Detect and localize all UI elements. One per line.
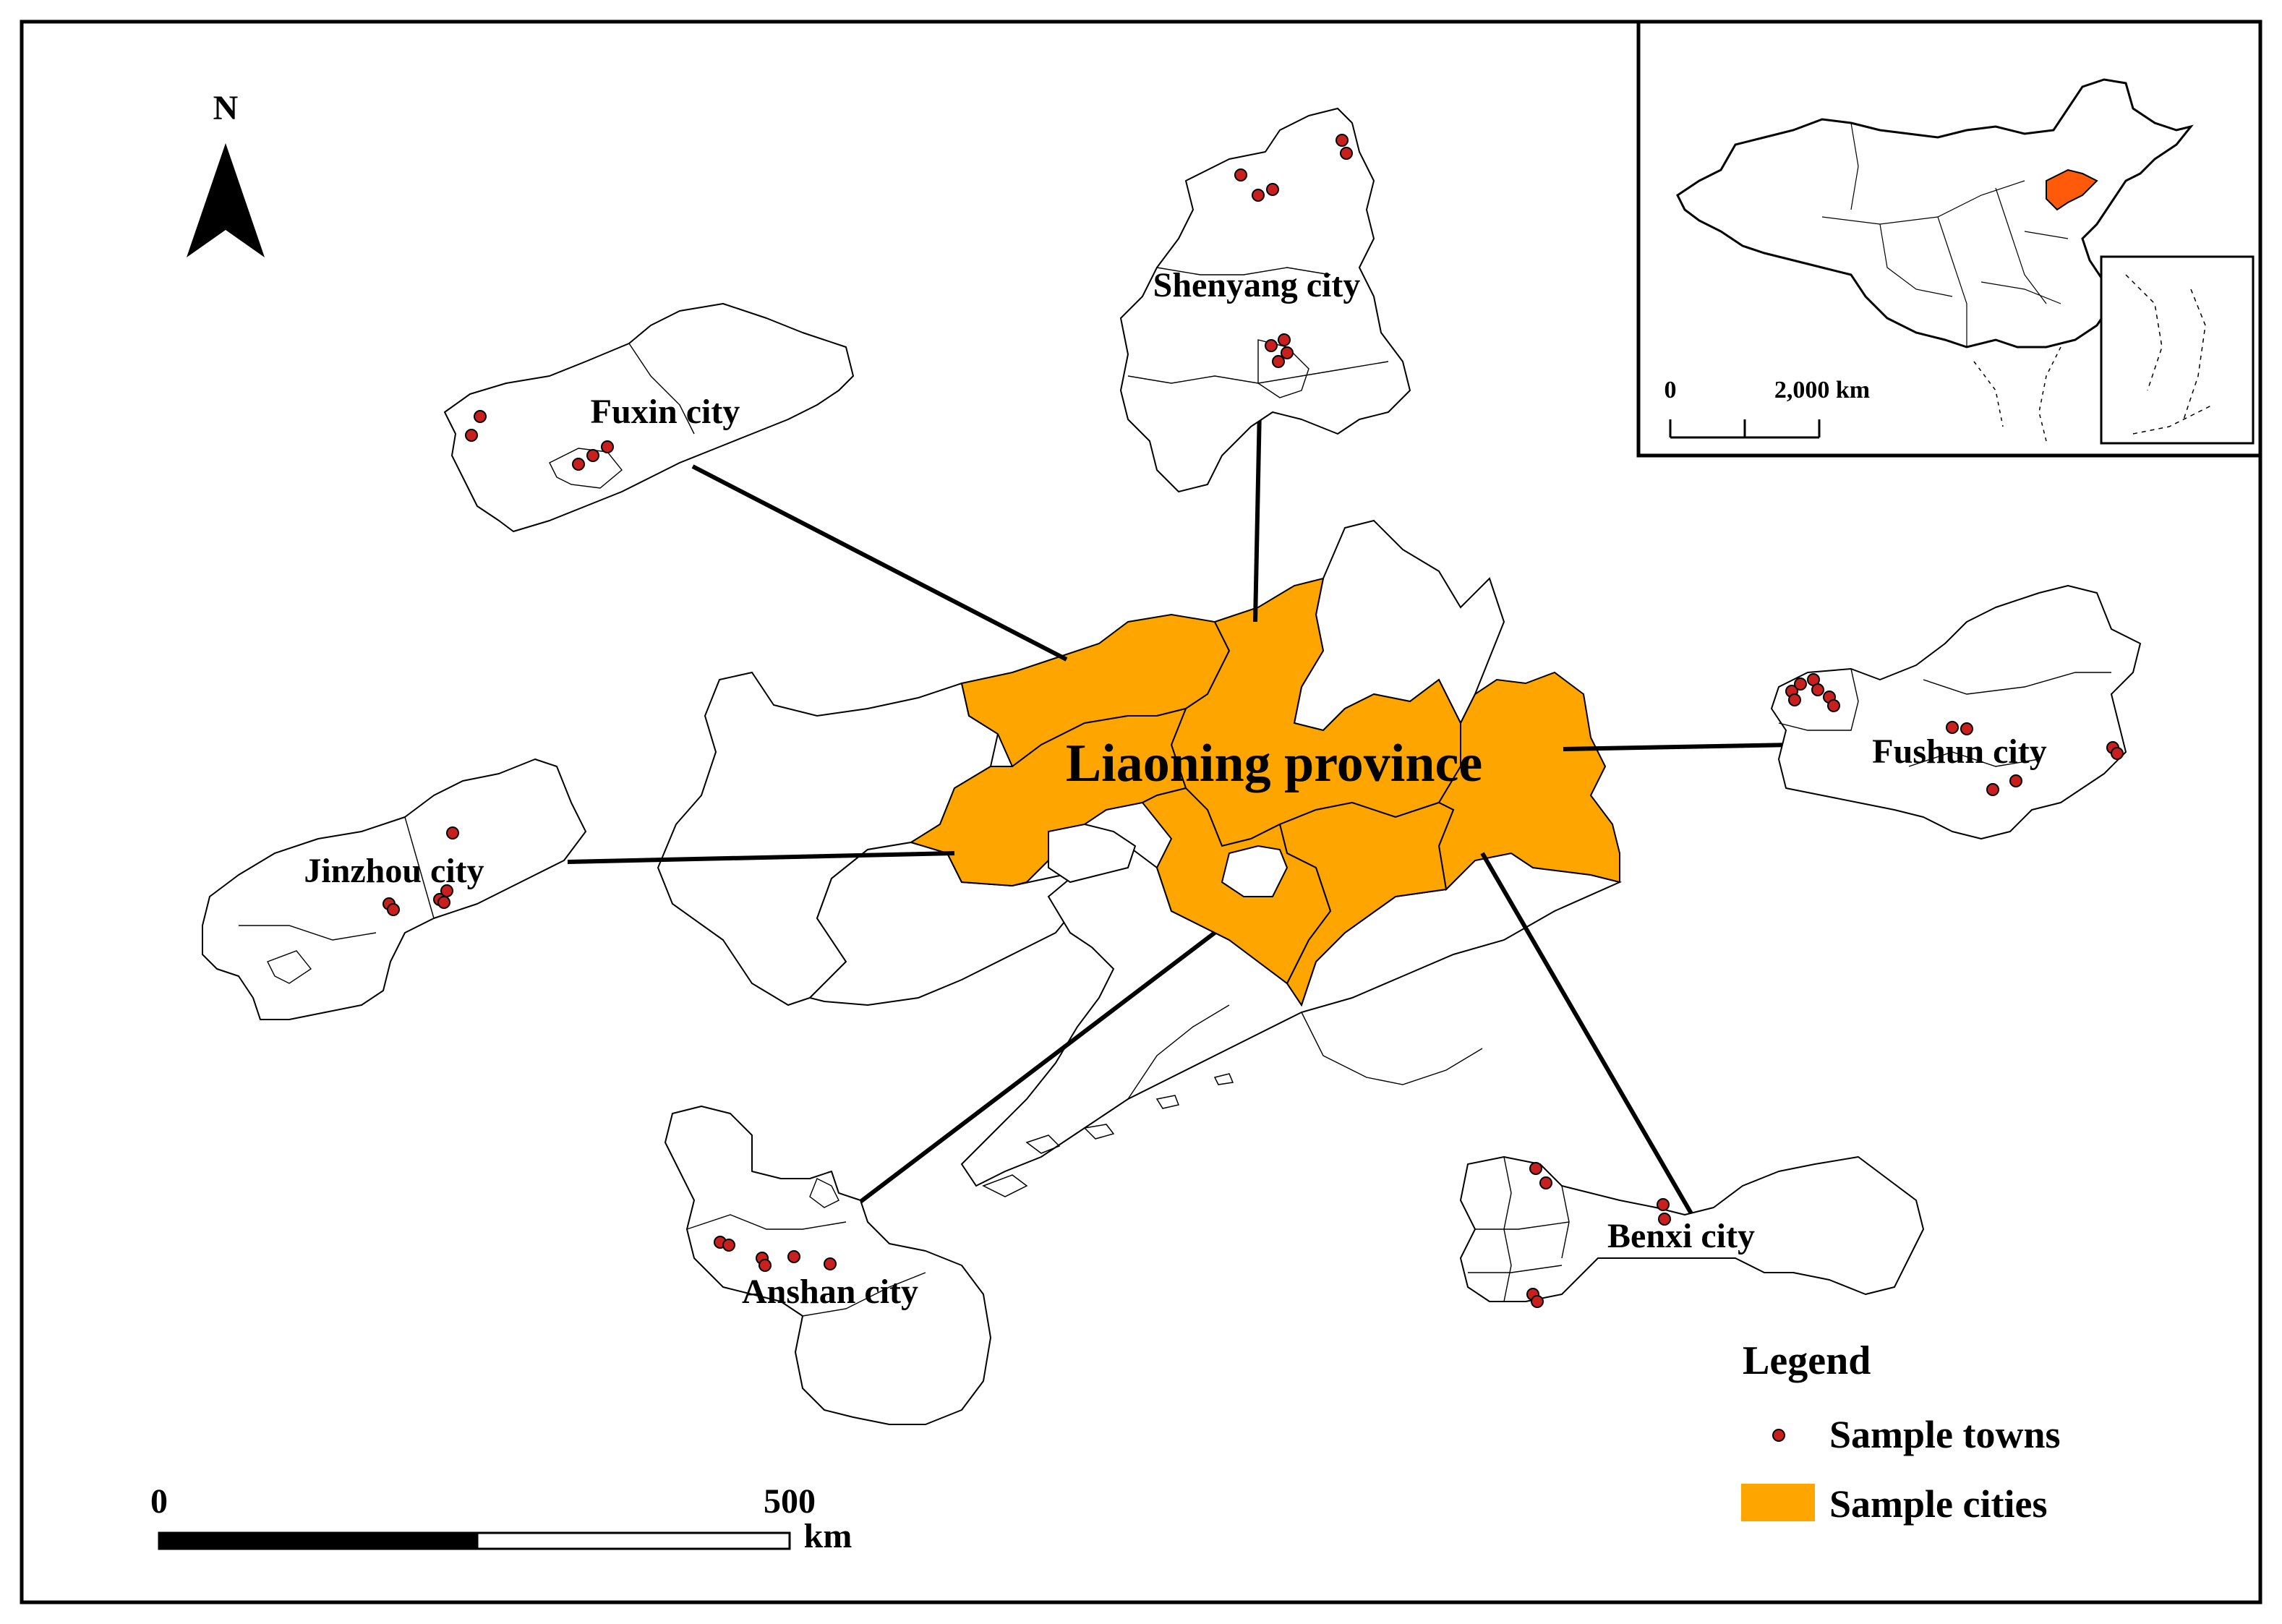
connector-anshan — [859, 931, 1216, 1204]
town-dot-jinzhou-3 — [387, 903, 400, 916]
connector-lines — [567, 408, 1794, 1216]
town-dot-anshan-6 — [824, 1257, 837, 1270]
town-dot-shenyang-4 — [1252, 189, 1265, 202]
anshan-inner — [686, 1178, 926, 1317]
inset-scale-end: 2,000 km — [1774, 377, 1870, 403]
sample-city-jinzhou-region — [909, 707, 1187, 887]
legend-city-swatch — [1741, 1484, 1815, 1521]
inset-south-sea-box — [2100, 255, 2255, 445]
town-dot-jinzhou-5 — [440, 884, 453, 897]
north-arrow-label: N — [213, 89, 239, 127]
scale-bar-black — [158, 1531, 479, 1550]
inset-liaoning-highlight — [2046, 168, 2098, 211]
town-dot-fushun-2 — [1794, 678, 1807, 691]
legend-item-towns: Sample towns — [1829, 1413, 2061, 1456]
sample-towns — [383, 134, 2124, 1308]
town-dot-jinzhou-1 — [446, 826, 459, 839]
town-dot-fuxin-2 — [465, 429, 478, 442]
connector-jinzhou — [567, 851, 955, 864]
benxi-label: Benxi city — [1607, 1217, 1755, 1255]
prefecture-dandong — [1127, 1004, 1483, 1100]
town-dot-shenyang-2 — [1336, 134, 1349, 147]
town-dot-fushun-13 — [2111, 747, 2124, 760]
scale-bar: 0 500 km — [150, 1482, 852, 1555]
town-dot-jinzhou-6 — [437, 896, 450, 909]
town-dot-fuxin-4 — [586, 449, 599, 462]
connector-benxi — [1480, 852, 1694, 1216]
fuxin-label: Fuxin city — [591, 393, 740, 431]
connector-fuxin — [691, 464, 1068, 662]
inset-scale-start: 0 — [1665, 377, 1677, 403]
city-benxi: Benxi city — [1460, 1156, 1924, 1302]
jinzhou-label: Jinzhou city — [304, 852, 484, 890]
town-dot-fushun-7 — [1788, 693, 1801, 706]
coastal-islands — [982, 1073, 1234, 1197]
legend-town-dot — [1772, 1429, 1785, 1442]
town-dot-benxi-4 — [1658, 1213, 1671, 1226]
fushun-outline — [1771, 585, 2141, 839]
town-dot-fuxin-1 — [474, 410, 487, 423]
north-arrow: N — [187, 89, 265, 257]
town-dot-benxi-2 — [1539, 1176, 1552, 1189]
fuxin-inner — [549, 343, 695, 489]
benxi-inner — [1468, 1156, 1570, 1302]
town-dot-fushun-6 — [1827, 699, 1840, 712]
legend: Legend Sample towns Sample cities — [1741, 1338, 2061, 1526]
town-dot-shenyang-6 — [1265, 339, 1278, 352]
town-dot-shenyang-7 — [1278, 333, 1291, 346]
inset-south-sea-islands — [2125, 274, 2213, 435]
town-dot-shenyang-8 — [1281, 346, 1294, 359]
town-dot-shenyang-1 — [1234, 168, 1247, 181]
town-dot-benxi-1 — [1529, 1162, 1542, 1175]
inset-china-outline — [1676, 78, 2194, 349]
shenyang-label: Shenyang city — [1153, 266, 1361, 304]
town-dot-shenyang-9 — [1272, 355, 1285, 368]
fuxin-outline — [444, 303, 854, 532]
benxi-outline — [1460, 1156, 1924, 1302]
connector-fushun — [1563, 743, 1794, 751]
inset-internal-borders — [1821, 122, 2069, 347]
city-shenyang: Shenyang city — [1120, 108, 1411, 492]
white-hole-panjin — [1048, 823, 1137, 884]
town-dot-fuxin-5 — [601, 440, 614, 453]
jinzhou-inner — [239, 816, 435, 984]
scale-bar-white — [476, 1531, 791, 1550]
liaoning-province: Liaoning province — [657, 519, 1623, 1197]
town-dot-fushun-11 — [2009, 774, 2022, 787]
anshan-label: Anshan city — [742, 1273, 918, 1311]
scale-bar-start: 0 — [150, 1482, 168, 1521]
inset-map: 0 2,000 km — [1636, 20, 2262, 458]
town-dot-anshan-4 — [758, 1259, 772, 1272]
city-jinzhou: Jinzhou city — [202, 758, 586, 1020]
town-dot-fuxin-3 — [572, 458, 585, 471]
town-dot-fushun-4 — [1811, 683, 1824, 696]
inset-coast-dashes — [1973, 346, 2061, 442]
scale-bar-end: 500 — [764, 1482, 816, 1521]
town-dot-shenyang-5 — [1266, 183, 1279, 196]
white-hole-liaoyang — [1221, 845, 1289, 897]
town-dot-benxi-3 — [1657, 1198, 1670, 1211]
town-dot-anshan-5 — [787, 1250, 800, 1263]
connector-shenyang — [1253, 408, 1262, 623]
town-dot-benxi-6 — [1531, 1295, 1544, 1308]
town-dot-fushun-9 — [1960, 722, 1973, 735]
fushun-label: Fushun city — [1872, 732, 2046, 771]
town-dot-fushun-10 — [1986, 783, 1999, 796]
north-arrow-icon — [187, 143, 265, 257]
town-dot-shenyang-3 — [1340, 147, 1353, 160]
legend-title: Legend — [1743, 1338, 1871, 1383]
shenyang-outline — [1120, 108, 1411, 492]
town-dot-fushun-8 — [1946, 721, 1959, 734]
city-fushun: Fushun city — [1771, 585, 2141, 839]
fushun-inner — [1778, 668, 2111, 767]
scale-bar-unit: km — [804, 1517, 852, 1555]
province-label: Liaoning province — [1066, 734, 1482, 793]
city-fuxin: Fuxin city — [444, 303, 854, 532]
town-dot-anshan-2 — [722, 1239, 735, 1252]
legend-item-cities: Sample cities — [1829, 1482, 2047, 1526]
